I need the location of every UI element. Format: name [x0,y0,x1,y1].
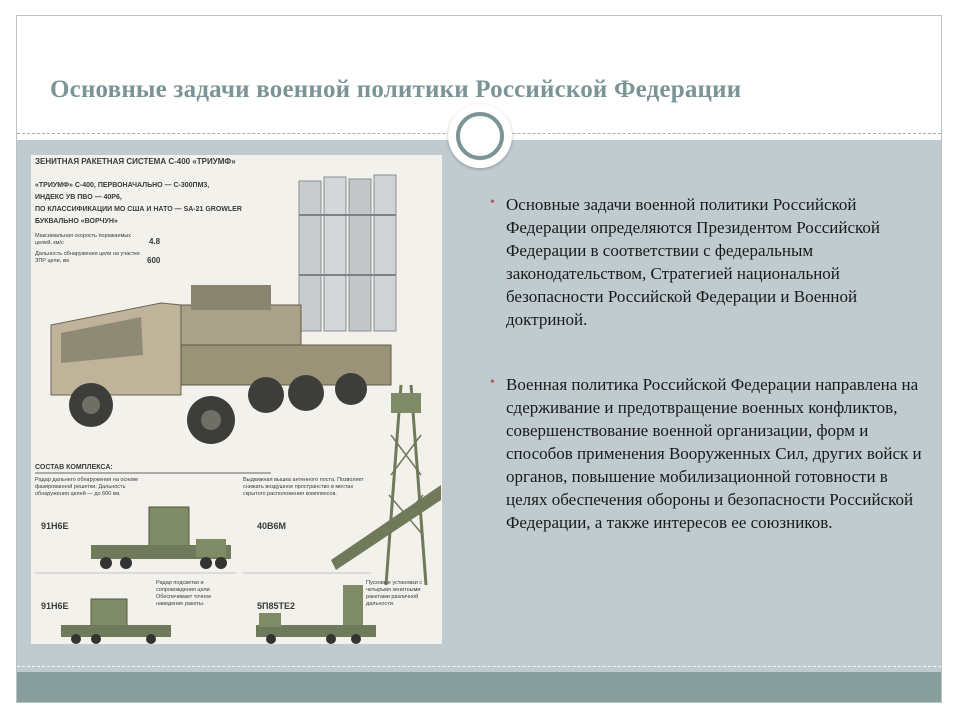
spec-speed-label: Максимальная скорость поражаемых целей, … [35,233,132,246]
launcher-truck-graphic [50,285,392,444]
bullet-item: • Основные задачи военной политики Росси… [490,193,922,331]
spec-speed-value: 4.8 [149,237,161,246]
radar-vehicle-2-graphic [61,598,171,644]
bullet-dot-icon: • [490,195,495,210]
poster-line: ИНДЕКС УВ ПВО — 40Р6, [35,194,122,201]
composition-heading: СОСТАВ КОМПЛЕКСА: [35,464,113,471]
poster-header: ЗЕНИТНАЯ РАКЕТНАЯ СИСТЕМА С-400 «ТРИУМФ» [35,157,236,166]
lattice-tower-graphic [331,384,441,586]
s400-infographic-image: ЗЕНИТНАЯ РАКЕТНАЯ СИСТЕМА С-400 «ТРИУМФ»… [31,155,442,644]
bullet-dot-icon: • [490,375,495,390]
launcher-description: Пусковые установки с четырьмя зенитными … [366,580,423,607]
spec-range-value: 600 [147,256,161,265]
circle-ornament [448,104,512,168]
poster-line: ПО КЛАССИФИКАЦИИ МО США И НАТО — SA-21 G… [35,206,242,213]
bottom-divider [17,666,941,667]
poster-line: «ТРИУМФ» С-400, ПЕРВОНАЧАЛЬНО — С-300ПМ3… [35,182,210,189]
radar1-code: 91Н6Е [41,521,69,531]
radar-vehicle-1-graphic [91,506,231,569]
tower-code: 40В6М [257,521,287,531]
launch-tubes-graphic [298,174,397,332]
bottom-bar [17,672,941,702]
radar1-description: Радар дальнего обнаружения на основе фаз… [35,477,139,497]
bullet-list: • Основные задачи военной политики Росси… [490,193,922,534]
circle-ring-icon [456,112,504,160]
bullet-text: Военная политика Российской Федерации на… [506,375,922,532]
poster-line: БУКВАЛЬНО «ВОРЧУН» [35,218,118,225]
slide-title: Основные задачи военной политики Российс… [50,76,742,103]
bullet-item: • Военная политика Российской Федерации … [490,373,922,534]
radar2-description: Радар подсветки и сопровождения цели. Об… [156,580,212,607]
launcher-vehicle-2-graphic [256,585,376,644]
bullet-text: Основные задачи военной политики Российс… [506,195,880,329]
radar2-code: 91Н6Е [41,601,69,611]
launcher-code: 5П85ТЕ2 [257,601,295,611]
spec-range-label: Дальность обнаружения цели на участке ЗП… [35,251,140,264]
s400-illustration [35,174,441,644]
tower-description: Выдвижная вышка антенного поста. Позволя… [243,477,364,497]
